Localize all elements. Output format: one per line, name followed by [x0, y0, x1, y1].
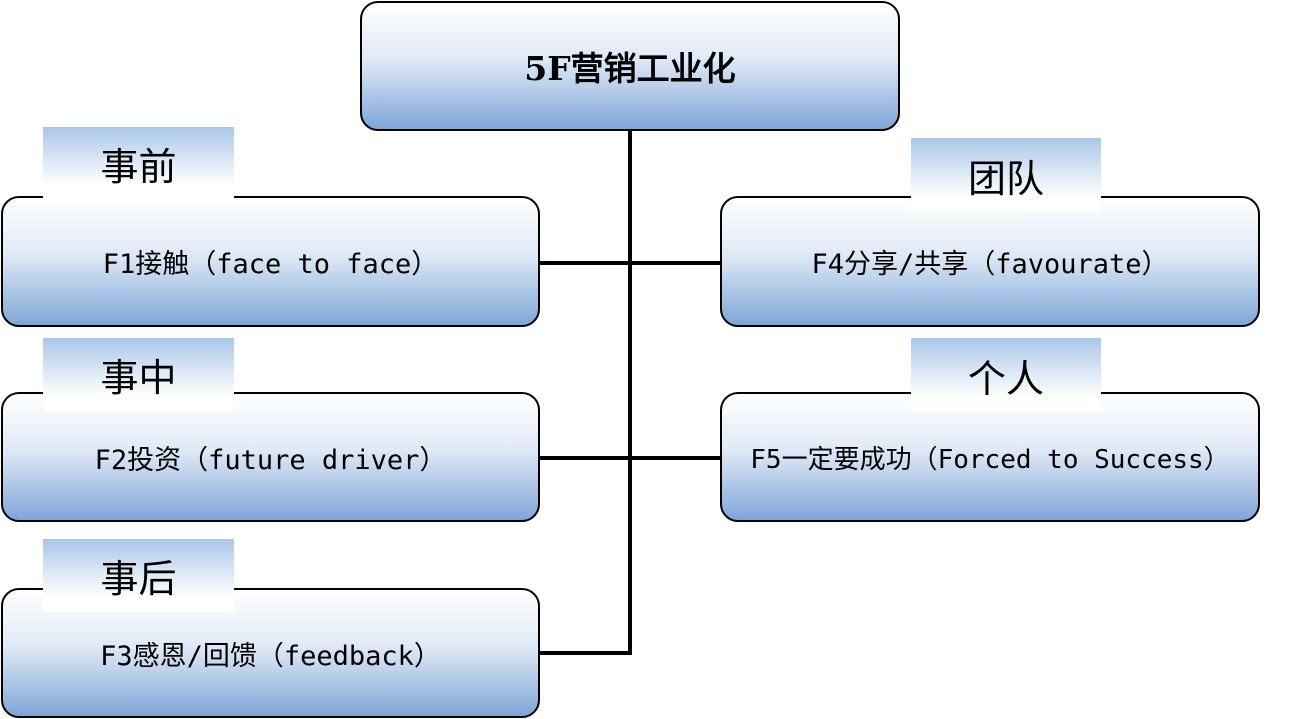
node-f2: F2投资（future driver） [1, 392, 540, 522]
tag-before-text: 事前 [100, 145, 177, 189]
node-f5: F5一定要成功（Forced to Success） [720, 392, 1260, 522]
tag-team: 团队 [911, 138, 1101, 212]
tag-during: 事中 [43, 338, 234, 411]
tag-individual-text: 个人 [967, 356, 1044, 401]
tag-before: 事前 [43, 127, 234, 200]
node-f3-label: F3感恩/回馈（feedback） [100, 640, 441, 672]
root-title: 5F营销工业化 [524, 49, 736, 88]
tag-during-text: 事中 [100, 356, 177, 400]
node-f4-label: F4分享/共享（favourate） [811, 249, 1169, 280]
node-f2-label: F2投资（future driver） [94, 444, 447, 476]
root-node: 5F营销工业化 [360, 1, 900, 131]
node-f5-label: F5一定要成功（Forced to Success） [750, 444, 1230, 475]
node-f1: F1接触（face to face） [1, 196, 540, 327]
tag-team-text: 团队 [967, 156, 1044, 201]
node-f1-label: F1接触（face to face） [102, 249, 439, 280]
node-f4: F4分享/共享（favourate） [720, 196, 1260, 327]
tag-individual: 个人 [911, 338, 1101, 412]
tag-after: 事后 [43, 539, 234, 612]
tag-after-text: 事后 [100, 557, 177, 601]
